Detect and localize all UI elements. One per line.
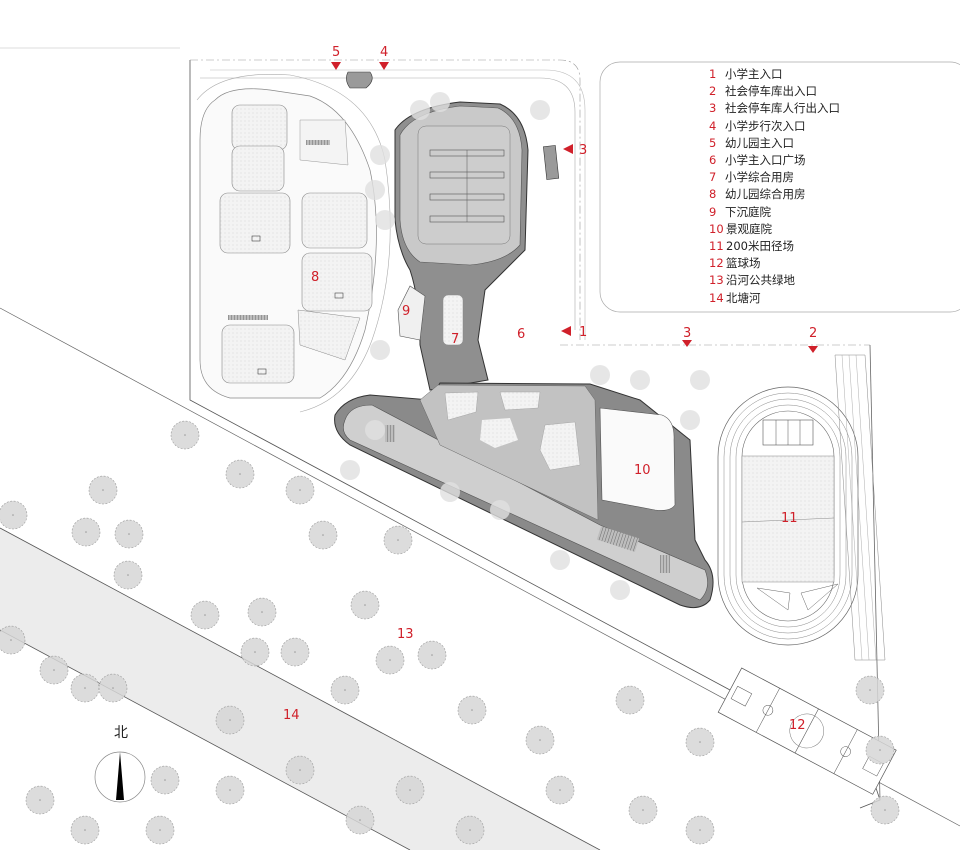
zone-8-label: 8	[311, 270, 319, 285]
entry-markers	[331, 62, 818, 353]
zone-7-label: 7	[451, 332, 459, 347]
kindergarten-block	[199, 88, 377, 399]
entry-2-marker	[808, 346, 818, 353]
zone-12-label: 12	[789, 718, 806, 733]
marker-1-label: 1	[579, 325, 587, 340]
entry-5-marker	[331, 62, 341, 70]
marker-2-label: 2	[809, 326, 817, 341]
north-arrow-icon	[94, 751, 146, 803]
marker-4-label: 4	[380, 45, 388, 60]
entry-1-marker	[561, 326, 571, 336]
zone-13-label: 13	[397, 627, 414, 642]
zone-6-label: 6	[517, 327, 525, 342]
marker-5-label: 5	[332, 45, 340, 60]
north-label: 北	[114, 725, 128, 741]
zone-11-label: 11	[781, 511, 798, 526]
entry-3-east-marker	[563, 144, 573, 154]
marker-3-east-label: 3	[579, 143, 587, 158]
primary-school-building	[394, 101, 529, 391]
entry-3-south-marker	[682, 340, 692, 347]
zone-14-label: 14	[283, 708, 300, 723]
main-wing	[334, 382, 714, 609]
basketball-courts	[717, 667, 897, 795]
entry-4-marker	[379, 62, 389, 70]
river-beitang	[0, 527, 601, 850]
marker-3-south-label: 3	[683, 326, 691, 341]
running-track	[717, 354, 886, 661]
zone-9-label: 9	[402, 304, 410, 319]
zone-10-label: 10	[634, 463, 651, 478]
